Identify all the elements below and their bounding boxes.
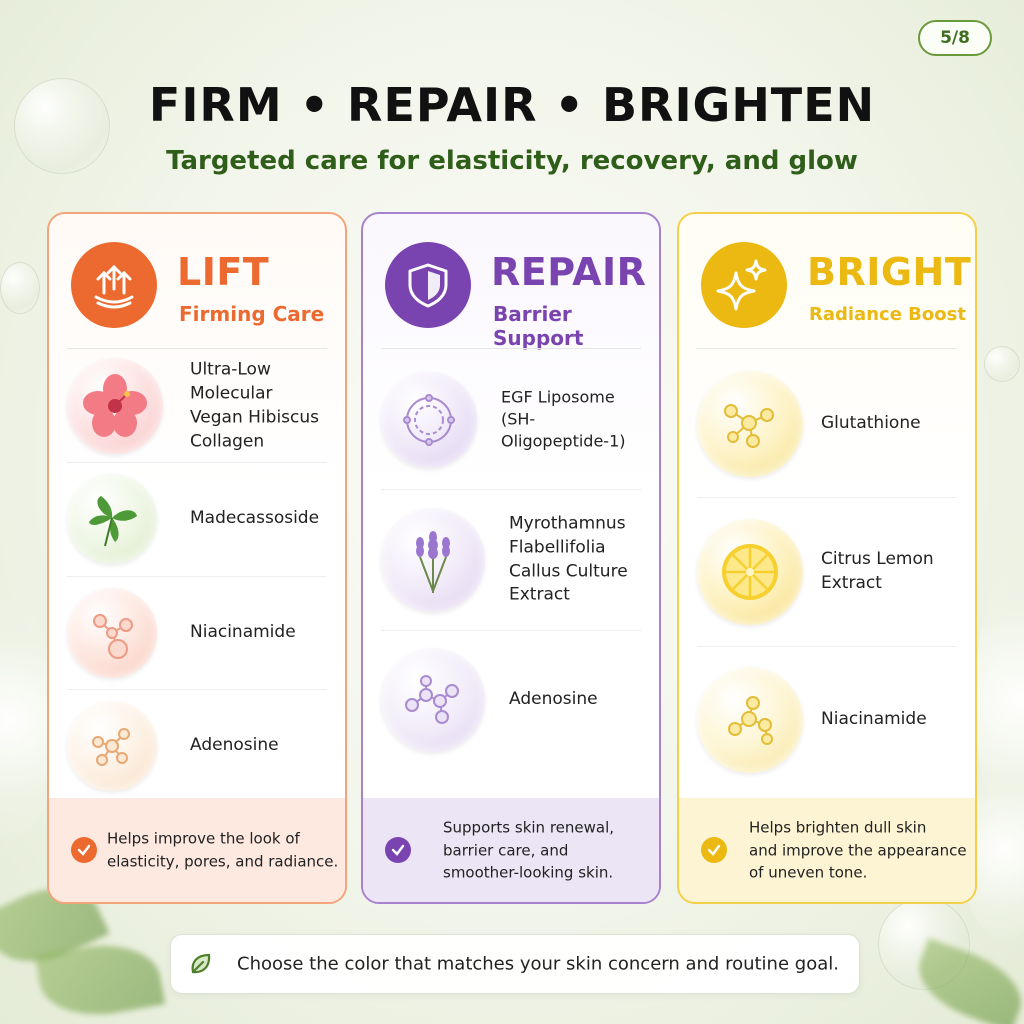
molecule-icon xyxy=(381,648,485,753)
page-indicator: 5/8 xyxy=(918,20,992,56)
ingredient-name-line: Callus Culture xyxy=(509,560,628,581)
footer-text-line: of uneven tone. xyxy=(749,863,868,882)
list-item: Glutathione xyxy=(697,350,957,499)
card-footer: Helps improve the look of elasticity, po… xyxy=(49,798,345,902)
ingredient-name-line: Extract xyxy=(821,572,882,593)
footer-text-line: smoother-looking skin. xyxy=(443,863,614,882)
list-item: Adenosine xyxy=(67,690,327,802)
footer-text-line: Supports skin renewal, xyxy=(443,818,615,837)
footer-text-line: Helps brighten dull skin xyxy=(749,818,927,837)
divider xyxy=(697,348,957,349)
hibiscus-flower-icon xyxy=(67,358,163,455)
bubble-decoration xyxy=(984,346,1020,382)
bottom-banner: Choose the color that matches your skin … xyxy=(170,934,860,994)
ingredient-name-line: Extract xyxy=(509,584,570,605)
footer-text-line: barrier care, and xyxy=(443,840,569,859)
leaf-decoration xyxy=(908,937,1024,1024)
list-item: EGF Liposome (SH-Oligopeptide-1) xyxy=(381,350,641,491)
ingredient-name-line: Myrothamnus xyxy=(509,513,626,534)
centella-leaf-icon xyxy=(67,474,157,565)
bubble-decoration xyxy=(878,898,970,990)
card-repair: REPAIR Barrier Support EGF Liposome (SH-… xyxy=(361,212,661,904)
ingredient-name-line: Citrus Lemon xyxy=(821,549,934,570)
page-subtitle: Targeted care for elasticity, recovery, … xyxy=(166,146,858,176)
ingredient-name-line: Ultra-Low xyxy=(190,359,271,380)
liposome-icon xyxy=(381,371,477,468)
check-icon xyxy=(385,837,411,863)
card-subtitle: Barrier Support xyxy=(493,302,584,350)
molecule-icon xyxy=(67,587,157,678)
shield-icon xyxy=(385,242,471,328)
list-item: Citrus Lemon Extract xyxy=(697,498,957,647)
ingredient-name-line: Madecassoside xyxy=(190,508,320,529)
list-item: Myrothamnus Flabellifolia Callus Culture… xyxy=(381,490,641,631)
ingredient-name-line: Niacinamide xyxy=(821,709,927,730)
ingredient-name-line: Adenosine xyxy=(509,689,598,710)
foam-decoration xyxy=(975,560,1024,840)
ingredient-name-line: Niacinamide xyxy=(190,621,296,642)
card-header: REPAIR Barrier Support xyxy=(363,214,659,350)
sparkle-icon xyxy=(701,242,787,328)
divider xyxy=(381,348,641,349)
bottom-message: Choose the color that matches your skin … xyxy=(237,953,839,975)
footer-text-line: elasticity, pores, and radiance. xyxy=(107,852,339,870)
list-item: Niacinamide xyxy=(697,647,957,794)
ingredient-name-line: (SH-Oligopeptide-1) xyxy=(501,409,626,451)
card-title: REPAIR xyxy=(491,250,647,294)
ingredient-name-line: Flabellifolia xyxy=(509,537,606,558)
card-title: LIFT xyxy=(177,250,270,294)
ingredient-name-line: Adenosine xyxy=(190,734,279,755)
card-header: BRIGHT Radiance Boost xyxy=(679,214,975,348)
ingredient-name-line: EGF Liposome xyxy=(501,387,615,407)
molecule-icon xyxy=(697,370,803,477)
card-subtitle: Radiance Boost xyxy=(809,304,966,325)
ingredient-name-line: Vegan Hibiscus xyxy=(190,407,320,428)
lavender-icon xyxy=(381,507,485,612)
page-title: FIRM • REPAIR • BRIGHTEN xyxy=(148,78,876,132)
leaf-icon xyxy=(187,950,215,978)
divider xyxy=(67,348,327,349)
ingredient-list: Ultra-Low Molecular Vegan Hibiscus Colla… xyxy=(49,350,345,802)
card-subtitle: Firming Care xyxy=(179,302,325,326)
arrows-up-icon xyxy=(71,242,157,328)
card-title: BRIGHT xyxy=(807,250,972,294)
molecule-icon xyxy=(697,667,803,774)
footer-text-line: and improve the appearance xyxy=(749,840,967,859)
list-item: Madecassoside xyxy=(67,463,327,577)
card-bright: BRIGHT Radiance Boost Glutathione xyxy=(677,212,977,904)
check-icon xyxy=(701,837,727,863)
leaf-decoration xyxy=(34,935,166,1024)
card-footer: Supports skin renewal, barrier care, and… xyxy=(363,798,659,902)
ingredient-name-line: Collagen xyxy=(190,430,265,451)
ingredient-list: Glutathione Citrus Lemon Extract xyxy=(679,350,975,794)
ingredient-name-line: Molecular xyxy=(190,383,273,404)
card-header: LIFT Firming Care xyxy=(49,214,345,348)
card-lift: LIFT Firming Care xyxy=(47,212,347,904)
lemon-slice-icon xyxy=(697,518,803,625)
molecule-icon xyxy=(67,700,157,791)
check-icon xyxy=(71,837,97,863)
footer-text-line: Helps improve the look of xyxy=(107,829,300,848)
card-footer: Helps brighten dull skin and improve the… xyxy=(679,798,975,902)
list-item: Ultra-Low Molecular Vegan Hibiscus Colla… xyxy=(67,350,327,464)
bubble-decoration xyxy=(0,262,40,314)
list-item: Adenosine xyxy=(381,631,641,770)
ingredient-list: EGF Liposome (SH-Oligopeptide-1) Myrotha… xyxy=(363,350,659,770)
ingredient-name-line: Glutathione xyxy=(821,412,921,433)
list-item: Niacinamide xyxy=(67,577,327,690)
